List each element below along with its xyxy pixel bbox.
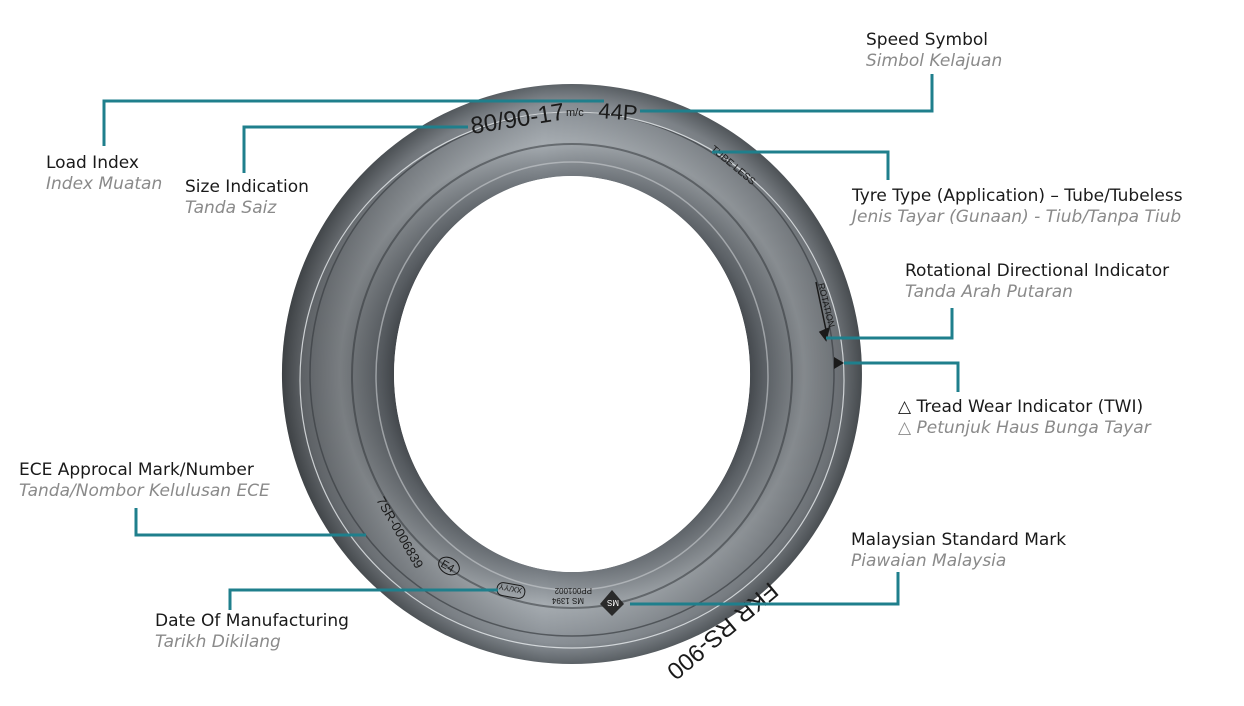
twi-triangle-icon-label: △	[898, 397, 912, 417]
label-twi-ms: △ Petunjuk Haus Bunga Tayar	[898, 418, 1151, 439]
label-date-manufacturing-en: Date Of Manufacturing	[155, 611, 349, 631]
label-load-index: Load Index Index Muatan	[46, 153, 162, 195]
label-twi-en-text: Tread Wear Indicator (TWI)	[916, 397, 1144, 417]
label-speed-symbol-en: Speed Symbol	[866, 30, 989, 50]
load-speed-marking: 44P	[598, 98, 639, 126]
leader-twi	[844, 361, 960, 392]
ms-logo-icon	[600, 590, 624, 616]
label-load-index-ms: Index Muatan	[46, 174, 163, 194]
label-twi-ms-text: Petunjuk Haus Bunga Tayar	[916, 418, 1151, 438]
label-twi-en: △ Tread Wear Indicator (TWI)	[898, 397, 1151, 418]
label-rotational: Rotational Directional Indicator Tanda A…	[905, 261, 1169, 303]
twi-triangle-icon-label-ms: △	[898, 418, 912, 438]
label-malaysian-standard-ms: Piawaian Malaysia	[851, 551, 1007, 571]
tyre	[281, 84, 862, 664]
leader-tyre-type	[712, 150, 890, 180]
label-speed-symbol: Speed Symbol Simbol Kelajuan	[866, 30, 1002, 72]
leader-lines	[102, 74, 960, 610]
leader-size-indication	[242, 125, 468, 173]
label-load-index-en: Load Index	[46, 153, 139, 173]
label-ece-en: ECE Approcal Mark/Number	[19, 460, 254, 480]
label-rotational-en: Rotational Directional Indicator	[905, 261, 1170, 281]
label-speed-symbol-ms: Simbol Kelajuan	[866, 51, 1003, 71]
label-size-indication-ms: Tanda Saiz	[185, 198, 277, 218]
label-ece: ECE Approcal Mark/Number Tanda/Nombor Ke…	[19, 460, 270, 502]
label-ece-ms: Tanda/Nombor Kelulusan ECE	[19, 481, 270, 501]
twi-triangle-icon	[834, 357, 844, 369]
leader-malaysian-standard	[630, 572, 900, 606]
leader-speed-symbol	[640, 74, 934, 113]
label-rotational-ms: Tanda Arah Putaran	[905, 282, 1073, 302]
date-code-box	[496, 582, 526, 599]
leader-rotational	[826, 308, 954, 340]
ms-logo-text: MS	[607, 598, 619, 607]
label-date-manufacturing-ms: Tarikh Dikilang	[155, 632, 281, 652]
label-date-manufacturing: Date Of Manufacturing Tarikh Dikilang	[155, 611, 349, 653]
label-malaysian-standard-en: Malaysian Standard Mark	[851, 530, 1067, 550]
date-code-marking: XX/YY	[497, 582, 522, 595]
label-size-indication-en: Size Indication	[185, 177, 309, 197]
label-tyre-type-en: Tyre Type (Application) – Tube/Tubeless	[852, 186, 1183, 206]
label-tyre-type-ms: Jenis Tayar (Gunaan) - Tiub/Tanpa Tiub	[852, 207, 1182, 227]
label-twi: △ Tread Wear Indicator (TWI) △ Petunjuk …	[898, 397, 1151, 439]
label-tyre-type: Tyre Type (Application) – Tube/Tubeless …	[852, 186, 1183, 228]
leader-load-index	[102, 99, 604, 146]
ms-code-marking: PP001002	[554, 586, 592, 595]
label-malaysian-standard: Malaysian Standard Mark Piawaian Malaysi…	[851, 530, 1066, 572]
rotation-arrow-icon	[815, 281, 831, 342]
mc-marking: m/c	[566, 107, 584, 119]
leader-date-manufacturing	[228, 588, 498, 610]
leader-ece	[134, 508, 366, 537]
ms-number-marking: MS 1394	[551, 596, 584, 605]
label-size-indication: Size Indication Tanda Saiz	[185, 177, 309, 219]
